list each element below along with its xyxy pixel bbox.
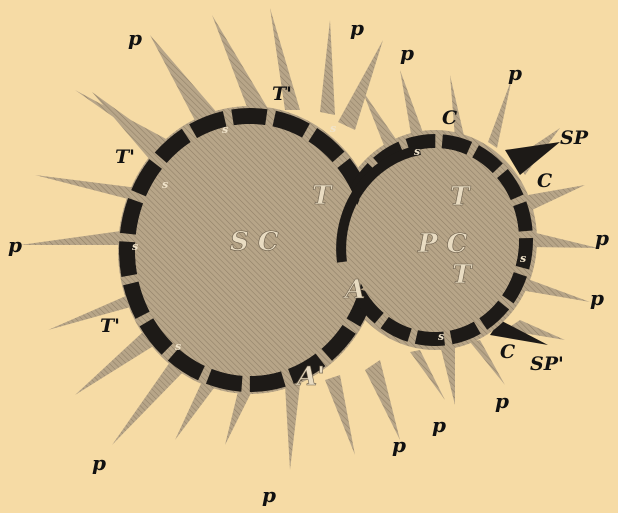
- label-p: p: [8, 233, 22, 257]
- label-sc: S C: [230, 227, 279, 257]
- s-mark: s: [222, 123, 228, 136]
- label-c: C: [500, 341, 515, 363]
- s-mark: s: [162, 178, 168, 191]
- label-p: p: [92, 451, 106, 475]
- label-a: A: [342, 275, 365, 305]
- label-t: T: [450, 182, 471, 212]
- label-t: T: [312, 181, 333, 211]
- label-p: p: [495, 389, 509, 413]
- s-mark: s: [438, 330, 444, 343]
- s-mark: s: [175, 340, 181, 353]
- label-t-prime: T': [100, 315, 120, 337]
- label-p: p: [392, 433, 406, 457]
- label-p: p: [508, 61, 522, 85]
- label-c: C: [442, 107, 457, 129]
- label-a-prime: A': [294, 362, 325, 392]
- s-mark: s: [414, 145, 420, 158]
- label-p: p: [595, 226, 609, 250]
- label-pc: P C: [417, 229, 468, 259]
- s-mark: s: [520, 252, 526, 265]
- label-p: p: [432, 413, 446, 437]
- label-t-prime: T': [272, 83, 292, 105]
- label-c: C: [537, 170, 552, 192]
- label-t: T: [452, 260, 473, 290]
- label-p: p: [400, 41, 414, 65]
- label-p: p: [262, 483, 276, 507]
- label-p: p: [350, 16, 364, 40]
- label-p: p: [590, 286, 604, 310]
- label-t-prime: T': [115, 146, 135, 168]
- s-mark: s: [330, 122, 336, 135]
- label-sp-prime: SP': [530, 353, 564, 375]
- label-sp: SP: [560, 127, 589, 149]
- s-mark: s: [132, 240, 138, 253]
- label-p: p: [128, 26, 142, 50]
